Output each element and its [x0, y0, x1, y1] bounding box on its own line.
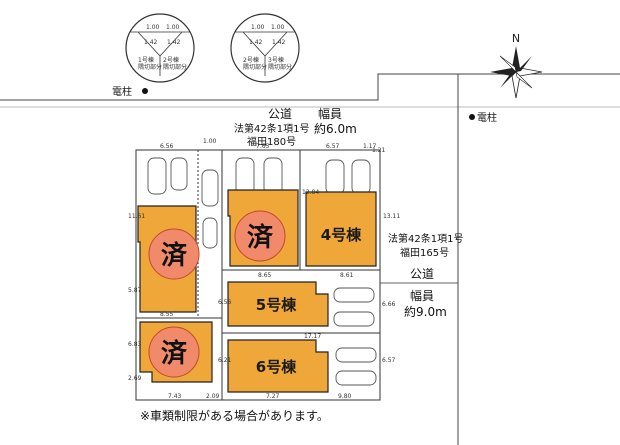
dim-lot3-left: 6.83 [128, 341, 142, 348]
dimension-labels: 6.56 1.00 7.65 6.57 1.17 1.21 11.61 5.87… [128, 138, 400, 400]
dim-lot3-bottom: 7.43 [168, 393, 182, 400]
east-road-ref: 福田165号 [400, 246, 449, 259]
lot-4-building[interactable]: 4号棟 [305, 191, 377, 267]
north-road-width-label: 幅員 [318, 106, 342, 121]
lot-1-sold-circle [148, 228, 200, 280]
dim-lot4-bottom2: 8.61 [340, 272, 354, 279]
lot-2-building[interactable]: 済 [227, 189, 299, 267]
parcel-lines [135, 149, 381, 401]
cut2-diag-right: 1.42 [272, 39, 286, 46]
dim-lot4-bottom: 8.65 [258, 272, 272, 279]
dim-top-right: 6.57 [326, 143, 340, 150]
dim-lot3-left2: 2.69 [128, 375, 142, 382]
dim-lot2-side: 12.84 [302, 189, 319, 196]
cut2-top-left: 1.00 [251, 24, 265, 31]
north-road-ref: 福田180号 [247, 135, 296, 148]
dim-left-upper: 11.61 [128, 213, 145, 220]
dim-top-mid: 7.65 [256, 143, 270, 150]
utility-pole-east: 電柱 [469, 111, 497, 124]
dim-lot1-bottom: 8.55 [160, 311, 174, 318]
lot-3-sold-mark: 済 [161, 338, 188, 369]
utility-pole-icon [142, 88, 148, 94]
cut1-label-l2: 隅切部分 [138, 63, 162, 71]
dim-lot5-side: 6.56 [218, 299, 232, 306]
lot-3-sold-circle [148, 326, 200, 378]
utility-pole-west: 電柱 [112, 85, 148, 98]
lot-4-label: 4号棟 [321, 226, 362, 244]
lot-3-building[interactable]: 済 [139, 321, 213, 383]
utility-pole-icon [469, 114, 475, 120]
cut1-label-r1: 2号棟 [163, 56, 179, 64]
lot-5-label: 5号棟 [256, 296, 297, 314]
cut2-label-r1: 3号棟 [268, 56, 284, 64]
east-road-width-label: 幅員 [410, 288, 434, 303]
cut1-diag-left: 1.42 [144, 39, 158, 46]
utility-pole-east-label: 電柱 [477, 111, 497, 124]
cut2-top-right: 1.00 [271, 24, 285, 31]
east-road-width: 約9.0m [404, 304, 447, 319]
dim-bottom-a: 2.09 [206, 393, 220, 400]
cut1-label-r2: 隅切部分 [163, 63, 187, 71]
dim-bottom-b: 7.27 [266, 393, 280, 400]
restriction-note: ※車類制限がある場合があります。 [140, 408, 329, 423]
cut2-label-r2: 隅切部分 [268, 63, 292, 71]
cut2-label-l2: 隅切部分 [243, 63, 267, 71]
cut2-diag-left: 1.42 [249, 39, 263, 46]
cut2-label-l1: 2号棟 [243, 56, 259, 64]
lot-2-sold-mark: 済 [247, 222, 274, 253]
dim-lot6-left: 6.21 [218, 357, 232, 364]
compass-north-label: N [512, 32, 520, 45]
dim-lot6-right: 6.57 [382, 357, 396, 364]
dim-lot5-right: 6.66 [382, 301, 396, 308]
corner-cut-detail-2: 1.00 1.00 1.42 1.42 2号棟 隅切部分 3号棟 隅切部分 [230, 13, 300, 83]
dim-top-right-small: 1.17 [363, 143, 377, 150]
east-road-law: 法第42条1項1号 [388, 232, 463, 245]
north-road-name: 公道 [268, 107, 292, 121]
lot-6-label: 6号棟 [256, 358, 297, 376]
north-road-width: 約6.0m [314, 121, 357, 136]
lot-2-sold-circle [234, 210, 286, 262]
lot-5-building[interactable]: 5号棟 [227, 281, 329, 327]
dim-top-cut: 1.00 [203, 138, 217, 145]
lot-1-sold-mark: 済 [161, 240, 188, 271]
cut1-diag-right: 1.42 [167, 39, 181, 46]
dim-left-lower: 5.87 [128, 287, 142, 294]
dim-lot6-top: 17.17 [304, 333, 321, 340]
dim-bottom-c: 9.80 [338, 393, 352, 400]
cut1-label-l1: 1号棟 [138, 56, 154, 64]
cut1-top-left: 1.00 [146, 24, 160, 31]
north-road-law: 法第42条1項1号 [234, 122, 309, 135]
dim-lot4-side: 13.11 [383, 213, 400, 220]
corner-cut-detail-1: 1.00 1.00 1.42 1.42 1号棟 隅切部分 2号棟 隅切部分 [125, 13, 195, 83]
road-edges [0, 73, 620, 445]
east-road-name: 公道 [410, 267, 434, 281]
parking-cars [147, 157, 377, 386]
lot-1-building[interactable]: 済 [137, 205, 200, 313]
utility-pole-west-label: 電柱 [112, 85, 132, 98]
dim-top-left: 6.56 [160, 143, 174, 150]
lot-6-building[interactable]: 6号棟 [227, 339, 329, 393]
dim-top-right-small2: 1.21 [372, 147, 386, 154]
compass-icon: N [490, 32, 543, 99]
cut1-top-right: 1.00 [166, 24, 180, 31]
